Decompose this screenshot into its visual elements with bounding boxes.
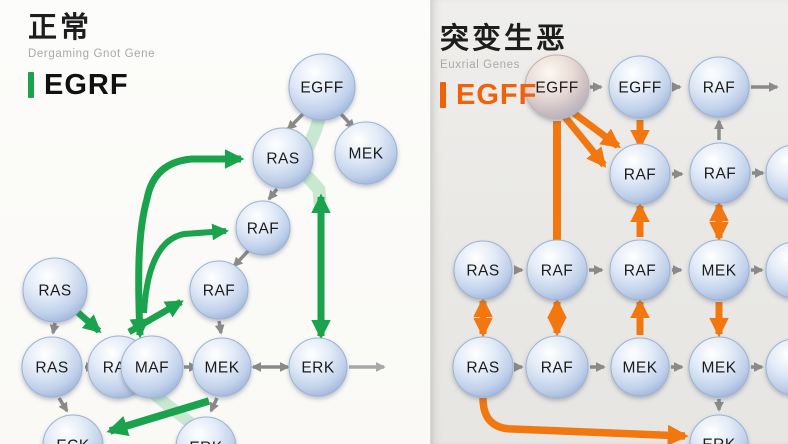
node-mek: MEK <box>688 336 750 398</box>
node-mek: MEK <box>688 239 750 301</box>
normal-gene-row: EGRF <box>28 69 155 102</box>
node-mek: MEK <box>192 337 252 397</box>
edge-gray-arrow <box>214 320 225 335</box>
svg-text:RAF: RAF <box>704 166 737 183</box>
mutant-title: 突变生恶 <box>440 23 569 55</box>
normal-header: 正常 Dergaming Gnot Gene EGRF <box>28 12 156 102</box>
node-erk: ERK <box>689 414 749 444</box>
svg-text:MEK: MEK <box>204 360 239 377</box>
edge-orange-arrow <box>479 397 689 444</box>
svg-text:ERK: ERK <box>702 437 736 444</box>
svg-text:RAF: RAF <box>624 167 657 184</box>
node-erk: ERK <box>288 337 348 397</box>
node-partial <box>765 242 788 298</box>
svg-text:MEK: MEK <box>622 360 657 377</box>
svg-text:MEK: MEK <box>701 263 736 280</box>
edge-gray-arrow <box>267 187 279 201</box>
normal-title: 正常 <box>28 12 93 44</box>
node-raf: RAF <box>609 239 671 301</box>
edge-green-arrow <box>127 299 184 335</box>
mutant-gene-label: EGFF <box>456 78 538 111</box>
node-mek: MEK <box>334 121 398 185</box>
svg-text:ERK: ERK <box>301 360 335 377</box>
edge-green-arrow <box>129 149 245 339</box>
edge-gray-arrow <box>232 248 251 268</box>
svg-text:RAS: RAS <box>466 360 499 377</box>
svg-text:EGFF: EGFF <box>300 80 343 97</box>
node-ras: RAS <box>452 336 514 398</box>
node-partial <box>765 145 788 201</box>
node-ras: RAS <box>252 127 314 189</box>
edge-orange-arrow <box>562 114 607 168</box>
svg-text:RAS: RAS <box>35 360 68 377</box>
svg-text:MEK: MEK <box>701 360 736 377</box>
node-maf: MAF <box>120 335 184 399</box>
svg-text:MAF: MAF <box>135 360 169 377</box>
mutant-gene-row: EGFF <box>440 79 568 112</box>
mutant-header: 突变生恶 Euxrial Genes EGFF <box>440 23 569 112</box>
svg-text:RAF: RAF <box>624 263 657 280</box>
normal-gene-label: EGRF <box>44 68 129 101</box>
edge-green-arrow <box>106 397 211 437</box>
node-raf: RAF <box>235 200 291 256</box>
node-raf: RAF <box>609 143 671 205</box>
svg-text:RAF: RAF <box>541 360 574 377</box>
edge-gray-arrow <box>49 322 60 335</box>
normal-subtitle: Dergaming Gnot Gene <box>28 47 156 60</box>
node-egff: EGFF <box>288 53 356 121</box>
edge-gray-arrow <box>286 111 306 131</box>
svg-text:RAF: RAF <box>247 221 280 238</box>
node-ras: RAS <box>21 336 83 398</box>
node-raf: RAF <box>189 260 249 320</box>
svg-text:RAS: RAS <box>38 283 71 300</box>
node-egff: EGFF <box>608 55 672 119</box>
svg-text:ERK: ERK <box>189 440 223 444</box>
node-ras: RAS <box>22 257 88 323</box>
node-ras: RAS <box>453 240 513 300</box>
node-raf: RAF <box>526 239 588 301</box>
svg-text:RAS: RAS <box>266 151 299 168</box>
green-accent-bar <box>28 72 34 99</box>
svg-text:ECK: ECK <box>56 438 90 444</box>
node-erk: ERK <box>175 416 237 444</box>
node-raf: RAF <box>525 335 589 399</box>
edge-gray-arrow <box>209 397 219 413</box>
mutant-subtitle: Euxrial Genes <box>440 58 521 71</box>
svg-text:RAF: RAF <box>541 263 574 280</box>
node-raf: RAF <box>688 56 750 118</box>
node-raf: RAF <box>689 142 751 204</box>
node-eck: ECK <box>42 414 104 444</box>
edge-orange-arrow <box>568 108 621 149</box>
node-egff: EGFF <box>524 54 590 120</box>
node-mek: MEK <box>610 337 670 397</box>
orange-accent-bar <box>440 82 446 109</box>
svg-text:MEK: MEK <box>348 146 383 163</box>
svg-text:EGFF: EGFF <box>618 80 661 97</box>
edge-green-arrow <box>141 223 229 314</box>
svg-text:EGFF: EGFF <box>535 80 578 97</box>
svg-text:RAF: RAF <box>703 80 736 97</box>
svg-text:RAF: RAF <box>203 283 236 300</box>
svg-text:RAS: RAS <box>466 263 499 280</box>
node-partial <box>765 339 788 395</box>
edge-gray-arrow <box>57 397 69 413</box>
